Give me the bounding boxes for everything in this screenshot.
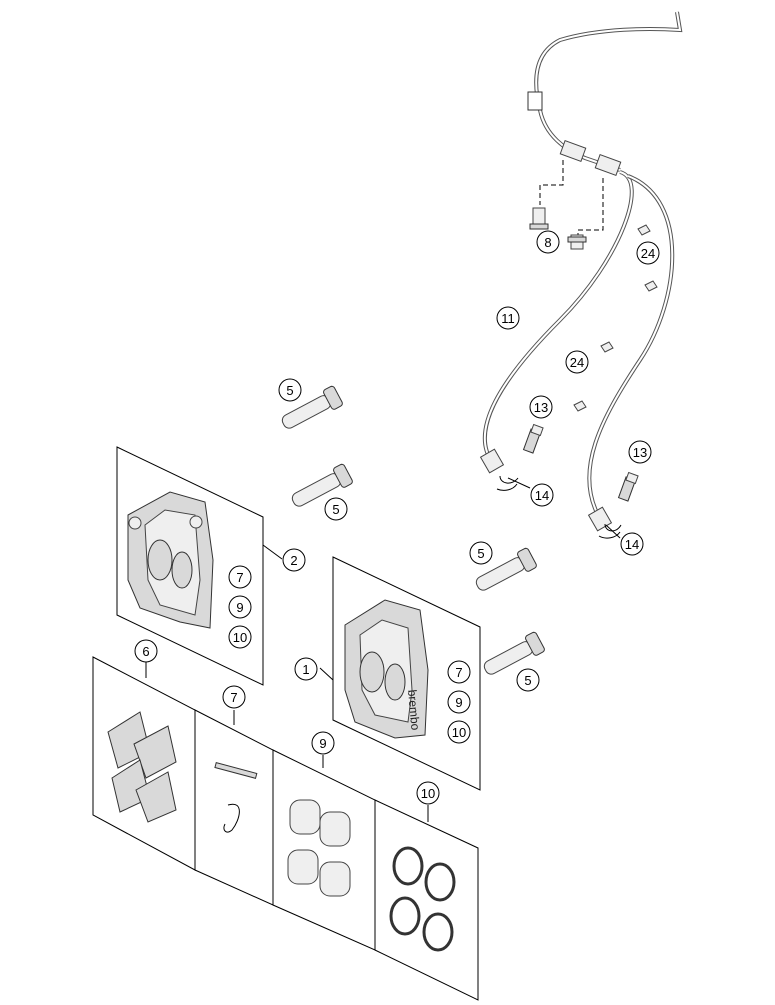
svg-text:24: 24 (641, 246, 655, 261)
svg-text:7: 7 (230, 690, 237, 705)
callout-13: 13 (628, 440, 652, 464)
callout-24: 24 (636, 241, 660, 265)
pin-kit-panel (194, 709, 274, 906)
callout-14: 14 (620, 532, 644, 556)
callout-9: 9 (311, 731, 335, 755)
brake-hose-line (479, 11, 683, 539)
svg-text:10: 10 (421, 786, 435, 801)
callout-11: 11 (496, 306, 520, 330)
svg-text:24: 24 (570, 355, 584, 370)
callout-10: 10 (447, 720, 471, 744)
callout-6: 6 (134, 639, 158, 663)
svg-text:5: 5 (524, 673, 531, 688)
callout-9: 9 (447, 690, 471, 714)
svg-text:8: 8 (544, 235, 551, 250)
seal-panel (374, 799, 479, 1001)
callout-7: 7 (447, 660, 471, 684)
bleeder-valves (522, 423, 639, 502)
callout-5: 5 (324, 497, 348, 521)
svg-text:14: 14 (625, 537, 639, 552)
callout-7: 7 (228, 565, 252, 589)
svg-text:9: 9 (455, 695, 462, 710)
svg-text:1: 1 (302, 662, 309, 677)
svg-text:10: 10 (452, 725, 466, 740)
callout-2: 2 (282, 548, 306, 572)
callout-10: 10 (228, 625, 252, 649)
caliper-2-panel (116, 446, 264, 686)
svg-text:13: 13 (633, 445, 647, 460)
callout-5: 5 (469, 541, 493, 565)
callout-5: 5 (278, 378, 302, 402)
piston-panel (272, 749, 376, 951)
callout-14: 14 (530, 483, 554, 507)
caliper-brand-logo: brembo (405, 689, 423, 731)
svg-text:9: 9 (236, 600, 243, 615)
svg-text:2: 2 (290, 553, 297, 568)
callout-9: 9 (228, 595, 252, 619)
callout-8: 8 (536, 230, 560, 254)
callout-7: 7 (222, 685, 246, 709)
svg-text:6: 6 (142, 644, 149, 659)
banjo-bolts (529, 160, 604, 250)
svg-text:13: 13 (534, 400, 548, 415)
svg-text:11: 11 (501, 311, 515, 326)
callout-24: 24 (565, 350, 589, 374)
brake-pads (107, 711, 177, 823)
pin-kit (214, 762, 258, 833)
svg-text:14: 14 (535, 488, 549, 503)
caliper-left (127, 491, 214, 629)
callout-5: 5 (516, 668, 540, 692)
svg-text:7: 7 (236, 570, 243, 585)
svg-text:5: 5 (286, 383, 293, 398)
callout-13: 13 (529, 395, 553, 419)
leader-lines (145, 477, 621, 822)
svg-text:5: 5 (477, 546, 484, 561)
callouts: 1 2 5 5 5 5 6 7 7 7 8 9 9 9 10 10 10 11 … (134, 230, 660, 805)
pistons (287, 799, 351, 897)
svg-text:9: 9 (319, 736, 326, 751)
svg-text:5: 5 (332, 502, 339, 517)
caliper-pins (281, 385, 545, 675)
hose-clips (573, 224, 658, 412)
svg-text:10: 10 (233, 630, 247, 645)
caliper-1-panel (332, 556, 481, 791)
callout-1: 1 (294, 657, 318, 681)
svg-text:7: 7 (455, 665, 462, 680)
caliper-right: brembo (344, 599, 429, 739)
callout-10: 10 (416, 781, 440, 805)
piston-seals (389, 846, 456, 952)
